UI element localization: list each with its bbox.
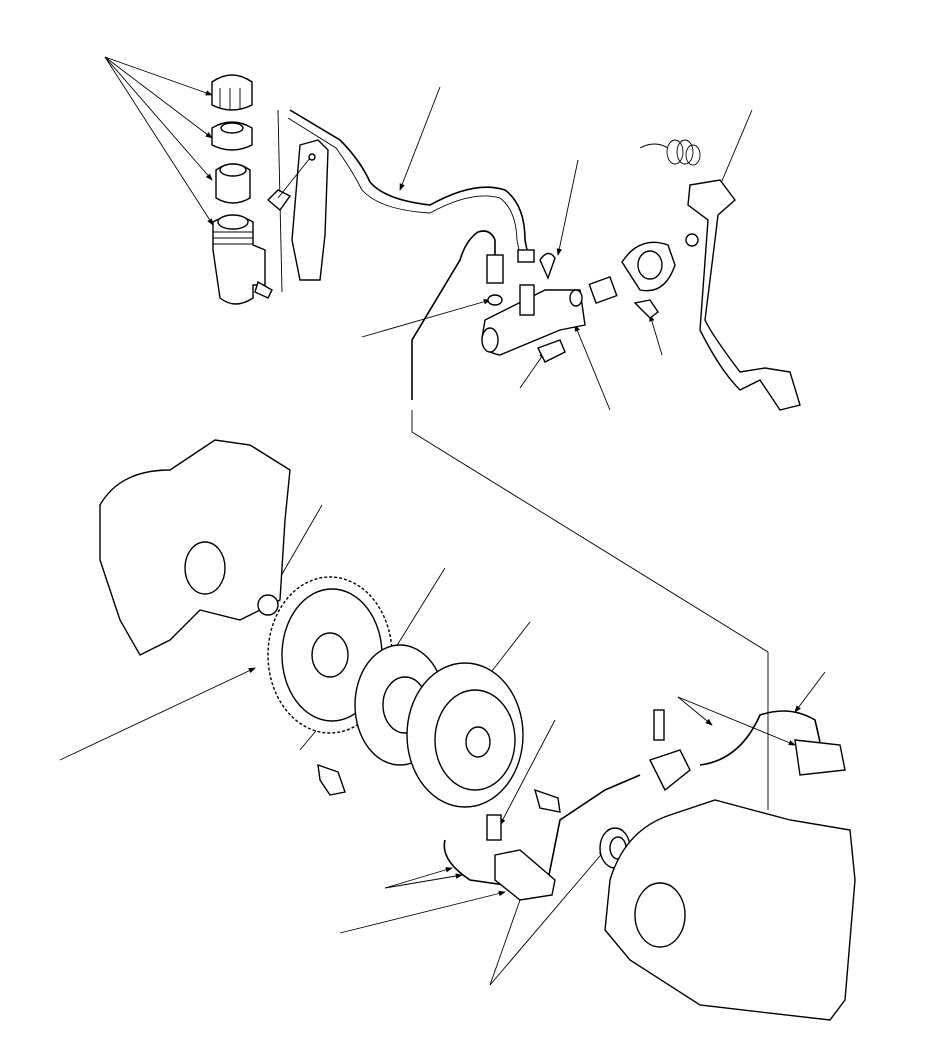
reservoir-seal: [211, 121, 253, 151]
slave-cylinder: [486, 814, 556, 901]
transmission-input: [634, 882, 686, 948]
transmission-case: [604, 799, 856, 1021]
pin: [537, 339, 566, 363]
rod-clevis: [588, 275, 618, 305]
reservoir-hose-inner: [287, 117, 521, 256]
hose-clamp: [517, 249, 535, 263]
bolt: [633, 299, 659, 319]
reservoir-cap: [211, 74, 253, 111]
return-spring: [639, 139, 701, 166]
clip: [539, 252, 556, 280]
master-cylinder-gasket: [621, 241, 676, 292]
pressure-plate-bolt: [533, 788, 561, 813]
clutch-pedal: [687, 179, 801, 411]
clutch-line: [547, 774, 641, 881]
clutch-line-bracket: [649, 709, 846, 792]
reservoir-strainer: [215, 163, 251, 204]
reservoir: [212, 214, 273, 305]
clutch-pipe: [411, 230, 496, 400]
crankshaft-flange: [184, 541, 226, 595]
pipe-fitting: [486, 254, 504, 284]
nut: [685, 233, 699, 247]
slave-line: [443, 839, 541, 891]
reservoir-hose: [289, 109, 529, 256]
pressure-plate: [406, 662, 524, 808]
flywheel-bolt: [317, 763, 346, 796]
pilot-bearing: [257, 594, 279, 616]
reservoir-bracket: [266, 139, 329, 281]
pipe-washer: [487, 294, 503, 306]
master-cylinder: [481, 284, 586, 356]
